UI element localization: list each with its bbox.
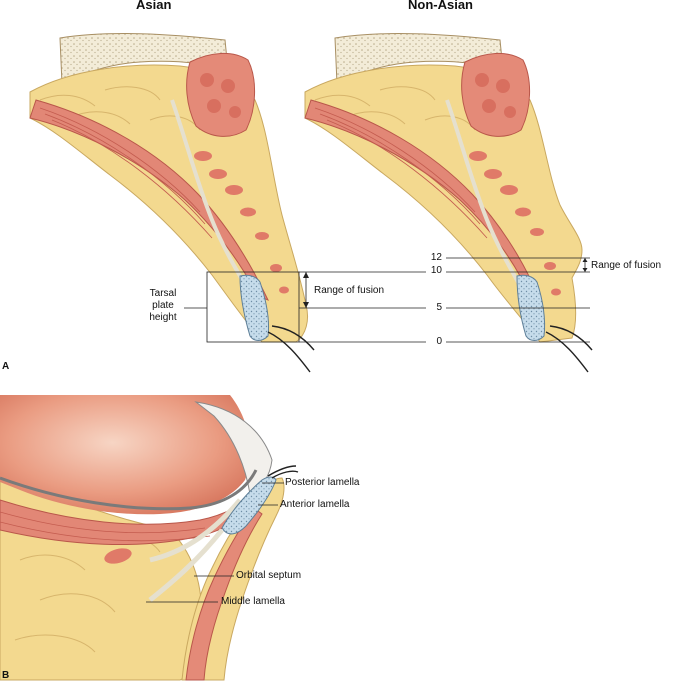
non-asian-eyelid-drawing [304, 33, 593, 373]
panel-letter-b: B [2, 670, 10, 681]
eye-globe [0, 395, 250, 515]
levator-muscle [29, 99, 269, 301]
range-arrowheads [303, 258, 588, 308]
range-of-fusion-right: Range of fusion [591, 260, 662, 271]
label-orbital-septum: Orbital septum [236, 570, 302, 581]
label-anterior-lamella: Anterior lamella [280, 499, 350, 510]
septum-b [148, 498, 242, 602]
measurement-guides [184, 257, 590, 343]
leader-lines-b [146, 482, 284, 603]
tarsal-plate-asian [239, 274, 269, 341]
asian-eyelid-drawing [29, 33, 315, 373]
tarsal-line-3: height [149, 312, 177, 323]
tarsal-plate-b [221, 476, 277, 535]
panel-letter-a: A [2, 361, 10, 372]
brow-muscle [186, 53, 256, 137]
range-of-fusion-left: Range of fusion [314, 285, 385, 296]
scale-tick-10: 10 [430, 265, 442, 276]
label-middle-lamella: Middle lamella [221, 596, 285, 607]
scale-tick-0: 0 [436, 336, 442, 347]
brow-muscle-2 [461, 53, 531, 137]
label-posterior-lamella: Posterior lamella [285, 477, 360, 488]
tarsal-line-1: Tarsal [149, 288, 177, 299]
header-non-asian: Non-Asian [408, 0, 473, 12]
scale-tick-5: 5 [436, 302, 442, 313]
scale-tick-12: 12 [430, 252, 442, 263]
header-asian: Asian [136, 0, 172, 12]
tarsal-line-2: plate [152, 300, 174, 311]
tarsal-plate-height-label: Tarsal plate height [140, 288, 186, 324]
panel-b-drawing [0, 395, 299, 681]
orbicularis-b [185, 507, 263, 681]
